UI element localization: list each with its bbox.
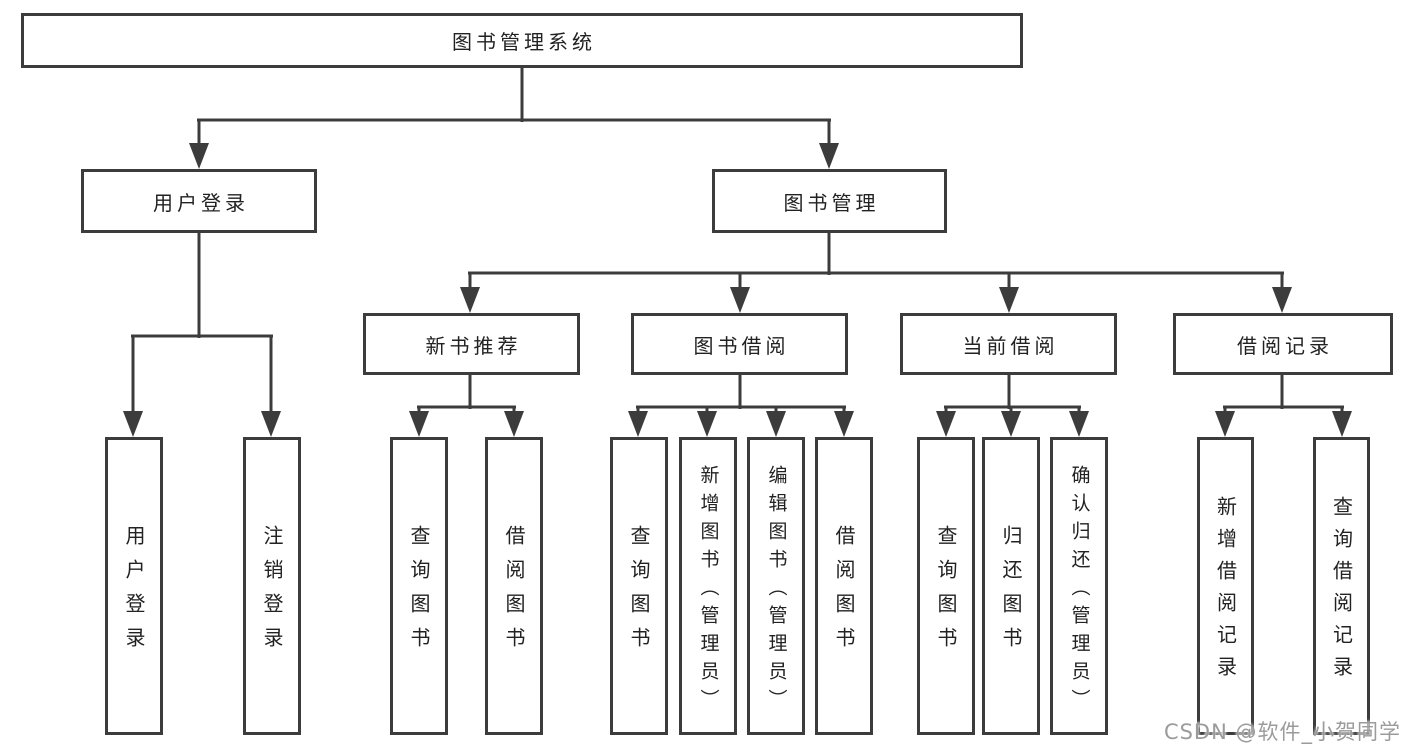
arrowhead-icon — [628, 411, 648, 437]
arrowhead-icon — [766, 411, 786, 437]
node-leaf-query-books-recommend: 查询图书 — [390, 437, 448, 735]
node-label: 图书借阅 — [693, 333, 790, 358]
node-label: 借阅图书 — [502, 525, 526, 661]
node-leaf-query-borrow-record: 查询借阅记录 — [1313, 437, 1370, 735]
node-leaf-logout: 注销登录 — [243, 437, 301, 735]
node-leaf-borrow-books-recommend: 借阅图书 — [485, 437, 543, 735]
node-label: 编辑图书（管理员） — [765, 464, 788, 717]
node-label: 确认归还（管理员） — [1068, 464, 1091, 717]
node-leaf-query-books-current: 查询图书 — [917, 437, 975, 735]
node-new-book-recommend: 新书推荐 — [363, 313, 580, 375]
node-leaf-add-borrow-record: 新增借阅记录 — [1197, 437, 1254, 735]
arrowhead-icon — [1001, 411, 1021, 437]
arrowhead-icon — [261, 411, 281, 437]
node-label: 新书推荐 — [425, 333, 522, 358]
node-label: 借阅记录 — [1237, 333, 1333, 358]
node-label: 注销登录 — [260, 525, 284, 661]
arrowhead-icon — [460, 287, 480, 313]
arrowhead-icon — [697, 411, 717, 437]
arrowhead-icon — [834, 411, 854, 437]
node-user-login: 用户登录 — [81, 169, 317, 233]
node-leaf-confirm-return-admin: 确认归还（管理员） — [1050, 437, 1108, 735]
node-label: 当前借阅 — [962, 333, 1059, 358]
node-library-system: 图书管理系统 — [21, 13, 1023, 68]
arrowhead-icon — [1272, 287, 1292, 313]
node-label: 归还图书 — [999, 525, 1023, 661]
node-label: 图书管理系统 — [452, 30, 596, 54]
arrowhead-icon — [123, 411, 143, 437]
node-leaf-user-login: 用户登录 — [105, 437, 163, 735]
node-label: 用户登录 — [153, 190, 249, 215]
arrowhead-icon — [1332, 411, 1352, 437]
arrowhead-icon — [819, 143, 839, 169]
arrowhead-icon — [409, 411, 429, 437]
node-label: 查询图书 — [934, 525, 958, 661]
arrowhead-icon — [730, 287, 750, 313]
node-leaf-borrow-books: 借阅图书 — [815, 437, 873, 735]
node-label: 查询图书 — [407, 525, 431, 661]
node-label: 用户登录 — [122, 525, 146, 661]
node-borrow-records: 借阅记录 — [1173, 313, 1393, 375]
node-label: 新增图书（管理员） — [697, 464, 720, 717]
node-label: 查询图书 — [627, 525, 651, 661]
arrowhead-icon — [504, 411, 524, 437]
arrowhead-icon — [189, 143, 209, 169]
node-book-management: 图书管理 — [712, 169, 947, 233]
node-leaf-edit-books-admin: 编辑图书（管理员） — [747, 437, 805, 735]
node-leaf-return-books: 归还图书 — [982, 437, 1040, 735]
arrowhead-icon — [1069, 411, 1089, 437]
node-current-borrow: 当前借阅 — [900, 313, 1117, 375]
arrowhead-icon — [936, 411, 956, 437]
node-label: 查询借阅记录 — [1329, 496, 1354, 688]
node-leaf-add-books-admin: 新增图书（管理员） — [679, 437, 737, 735]
arrowhead-icon — [999, 287, 1019, 313]
node-leaf-query-books-borrow: 查询图书 — [610, 437, 668, 735]
csdn-watermark: CSDN @软件_小贺同学 — [1163, 720, 1401, 744]
arrowhead-icon — [1215, 411, 1235, 437]
node-label: 图书管理 — [783, 190, 880, 215]
node-label: 新增借阅记录 — [1213, 496, 1238, 688]
node-label: 借阅图书 — [832, 525, 856, 661]
node-book-borrow: 图书借阅 — [631, 313, 848, 375]
